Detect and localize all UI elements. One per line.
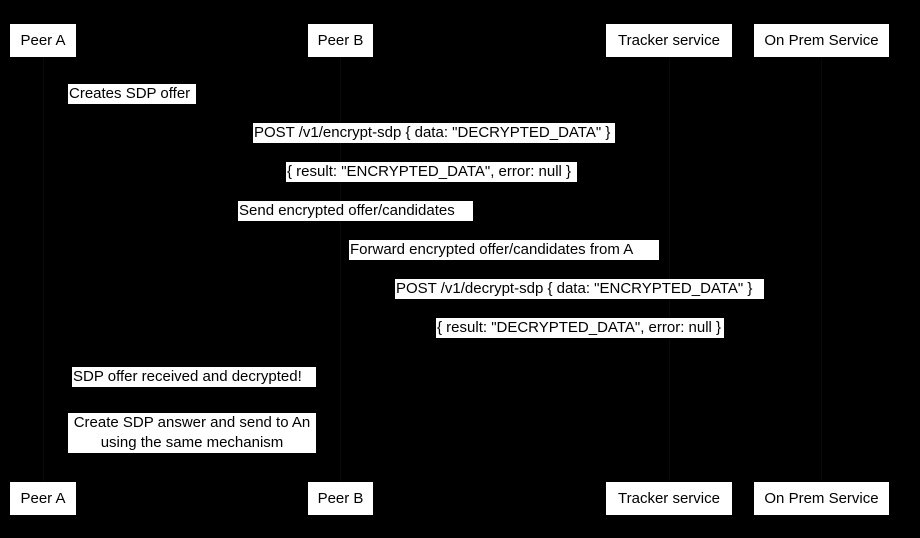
lifeline-2 [669,57,670,481]
message-label-0: Creates SDP offer [68,84,196,104]
message-label-5: POST /v1/decrypt-sdp { data: "ENCRYPTED_… [395,279,764,299]
message-label-4: Forward encrypted offer/candidates from … [349,240,659,260]
participant-top-tracker-service[interactable]: Tracker service [605,23,733,58]
participant-top-peer-b[interactable]: Peer B [307,23,374,58]
message-label-7: SDP offer received and decrypted! [72,367,316,387]
participant-bottom-peer-b[interactable]: Peer B [307,481,374,516]
lifeline-1 [340,57,341,481]
message-label-2: { result: "ENCRYPTED_DATA", error: null … [286,162,577,182]
message-label-6: { result: "DECRYPTED_DATA", error: null … [436,318,724,338]
participant-top-on-prem-service[interactable]: On Prem Service [753,23,890,58]
participant-bottom-on-prem-service[interactable]: On Prem Service [753,481,890,516]
message-label-1: POST /v1/encrypt-sdp { data: "DECRYPTED_… [253,123,615,143]
participant-bottom-peer-a[interactable]: Peer A [9,481,77,516]
participant-top-peer-a[interactable]: Peer A [9,23,77,58]
participant-bottom-tracker-service[interactable]: Tracker service [605,481,733,516]
lifeline-3 [821,57,822,481]
message-label-3: Send encrypted offer/candidates [238,201,473,221]
lifeline-0 [43,57,44,481]
message-label-8: Create SDP answer and send to An using t… [68,413,316,453]
